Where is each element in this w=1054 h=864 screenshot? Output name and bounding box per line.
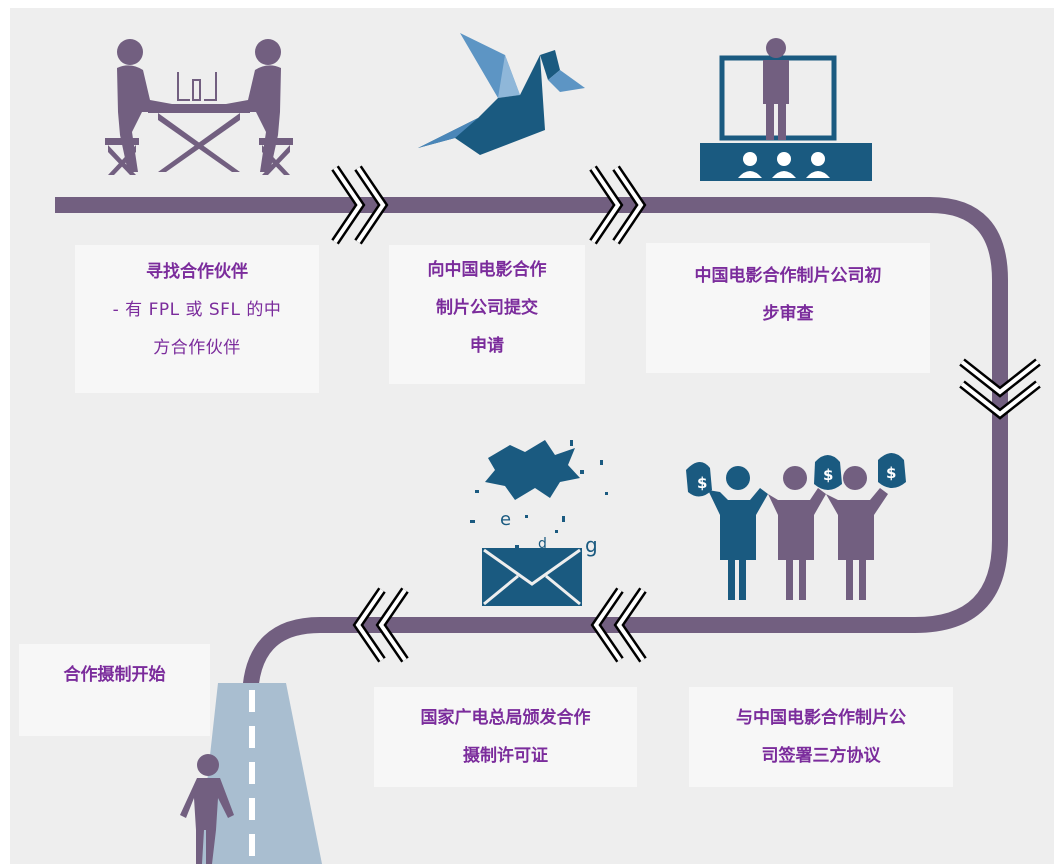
- step-box-find-partner: 寻找合作伙伴 - 有 FPL 或 SFL 的中 方合作伙伴: [75, 245, 319, 393]
- chevron-left-icon-2: [352, 587, 409, 663]
- origami-bird-icon: [418, 33, 585, 155]
- chevron-right-icon-1: [331, 165, 389, 245]
- svg-text:ɖ: ɖ: [538, 536, 548, 552]
- svg-text:g: g: [585, 533, 598, 557]
- road-icon: [198, 683, 322, 864]
- chevron-right-icon-2: [589, 165, 647, 245]
- step-4-line2: 司签署三方协议: [761, 746, 881, 766]
- step-2-line3: 申请: [470, 336, 504, 356]
- process-path: [55, 197, 1008, 864]
- step-1-detail-line2: 方合作伙伴: [153, 338, 241, 358]
- money-bags-icon: $ $ $: [686, 453, 906, 600]
- step-6-line1: 合作摄制开始: [63, 665, 166, 685]
- step-1-title: 寻找合作伙伴: [146, 262, 248, 282]
- walking-person-icon: [180, 754, 234, 864]
- step-2-line2: 制片公司提交: [436, 298, 538, 318]
- step-3-line2: 步审查: [762, 304, 814, 324]
- meeting-icon: [105, 39, 293, 175]
- svg-text:$: $: [823, 466, 833, 484]
- step-1-detail-line1: - 有 FPL 或 SFL 的中: [112, 300, 282, 320]
- chevron-down-icon: [959, 358, 1041, 420]
- step-4-line1: 与中国电影合作制片公: [736, 708, 906, 728]
- presentation-icon: [700, 38, 872, 181]
- svg-text:$: $: [886, 464, 896, 482]
- step-box-sign-agreement: 与中国电影合作制片公 司签署三方协议: [689, 687, 953, 787]
- laptop-icon: [177, 72, 217, 101]
- chevron-left-icon-1: [590, 587, 647, 663]
- step-2-line1: 向中国电影合作: [427, 260, 547, 280]
- step-3-line1: 中国电影合作制片公司初: [694, 266, 882, 286]
- step-box-issue-license: 国家广电总局颁发合作 摄制许可证: [374, 687, 637, 787]
- svg-text:$: $: [697, 474, 707, 492]
- step-box-preliminary-review: 中国电影合作制片公司初 步审查: [646, 243, 930, 373]
- step-box-start-coproduction: 合作摄制开始: [19, 644, 210, 736]
- step-5-line2: 摄制许可证: [463, 746, 548, 766]
- envelope-celebration-icon: e g ɖ: [470, 440, 608, 606]
- step-box-submit-application: 向中国电影合作 制片公司提交 申请: [389, 245, 585, 384]
- step-5-line1: 国家广电总局颁发合作: [420, 708, 591, 728]
- svg-text:e: e: [500, 509, 511, 530]
